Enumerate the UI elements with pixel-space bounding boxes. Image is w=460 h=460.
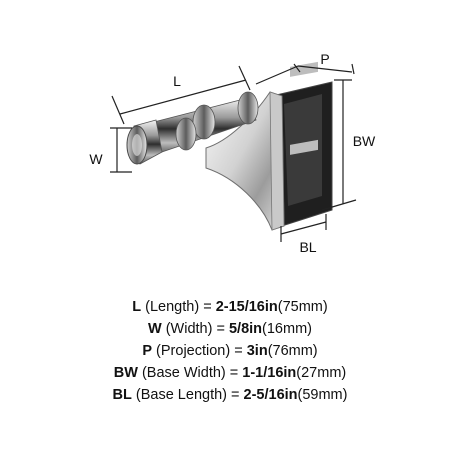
spec-base-length: BL (Base Length) = 2-5/16in(59mm) <box>0 384 460 406</box>
spec-base-length-letter: BL <box>112 387 132 403</box>
projection-dimension-line-top <box>297 65 353 73</box>
spec-base-width-metric: (27mm) <box>296 365 347 381</box>
length-tick-left <box>111 95 125 125</box>
spec-width-metric: (16mm) <box>262 321 312 337</box>
length-label: L <box>173 73 181 89</box>
spec-width-name: (Width) = <box>161 321 229 337</box>
spec-projection-value: 3in <box>246 343 268 359</box>
spec-base-length-metric: (59mm) <box>297 387 348 403</box>
spec-base-length-name: (Base Length) = <box>131 387 244 403</box>
length-dimension-line <box>119 79 247 115</box>
dimension-specifications: L (Length) = 2-15/16in(75mm) W (Width) =… <box>0 296 460 406</box>
spec-width-letter: W <box>148 321 162 337</box>
spec-length-letter: L <box>132 299 142 315</box>
towel-hook-illustration <box>126 61 333 231</box>
projection-tick-left <box>293 63 301 73</box>
spec-length-value: 2-15/16in <box>215 299 278 315</box>
spec-base-length-value: 2-5/16in <box>243 387 298 403</box>
spec-projection-letter: P <box>142 343 153 359</box>
length-tick-right <box>238 65 251 91</box>
dimension-lines <box>110 63 357 242</box>
width-label: W <box>89 151 103 167</box>
spec-length-name: (Length) = <box>141 299 216 315</box>
spec-width-value: 5/8in <box>228 321 263 337</box>
base-width-label: BW <box>353 133 376 149</box>
spec-length-metric: (75mm) <box>277 299 328 315</box>
spec-base-width-letter: BW <box>113 365 138 381</box>
base-length-dimension-line <box>280 221 327 235</box>
spec-base-width-name: (Base Width) = <box>137 365 243 381</box>
spec-base-width: BW (Base Width) = 1-1/16in(27mm) <box>0 362 460 384</box>
spec-projection-metric: (76mm) <box>267 343 318 359</box>
base-width-tick-bottom <box>321 199 357 211</box>
projection-label: P <box>320 51 329 67</box>
projection-dimension-line <box>255 65 299 85</box>
base-length-label: BL <box>299 239 316 255</box>
spec-projection: P (Projection) = 3in(76mm) <box>0 340 460 362</box>
spec-projection-name: (Projection) = <box>152 343 247 359</box>
spec-width: W (Width) = 5/8in(16mm) <box>0 318 460 340</box>
product-dimension-diagram: L W P BW BL <box>89 51 376 255</box>
projection-tick-right <box>351 63 355 75</box>
spec-base-width-value: 1-1/16in <box>242 365 297 381</box>
spec-length: L (Length) = 2-15/16in(75mm) <box>0 296 460 318</box>
